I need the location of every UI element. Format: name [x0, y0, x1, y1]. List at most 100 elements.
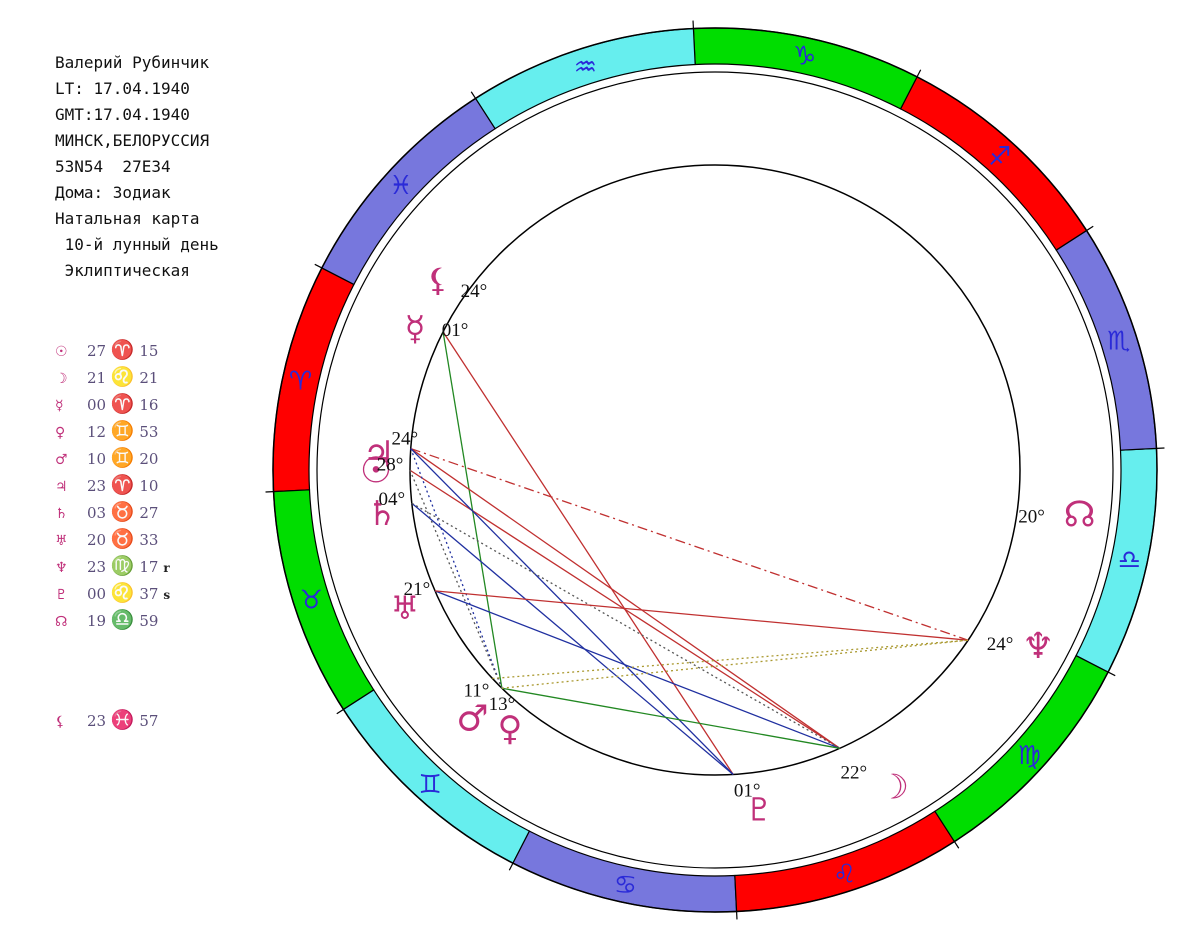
- lilith-sign-icon: ♓: [110, 709, 135, 731]
- sun-degree-label: 28°: [377, 454, 404, 475]
- moon-glyph-icon: ☽: [879, 767, 909, 807]
- uranus-degree-label: 21°: [404, 579, 431, 600]
- venus-minutes: 53: [139, 423, 159, 441]
- pluto-glyph-icon: ♇: [745, 790, 774, 828]
- sign-boundary-tick: [1086, 225, 1094, 232]
- aspect-line-jupiter-moon: [410, 448, 841, 749]
- saturn-sign-icon: ♉: [110, 501, 135, 523]
- outer-ring: [272, 27, 1158, 913]
- aspect-line-mars-neptune: [492, 639, 969, 680]
- sign-boundary-tick: [1107, 671, 1116, 677]
- lilith-degree-label: 24°: [461, 281, 488, 302]
- virgo-sign-icon: ♍: [1017, 741, 1040, 771]
- neptune-glyph-icon: ♆: [1022, 626, 1054, 667]
- info-line: 10-й лунный день: [55, 235, 219, 254]
- sign-boundary-tick: [336, 708, 344, 715]
- node-degree: 19: [87, 612, 107, 630]
- gemini-sign-icon: ♊: [419, 770, 442, 800]
- planet-row-sun: ☉27 ♈ 15: [55, 338, 170, 365]
- cancer-sign-icon: ♋: [614, 870, 637, 900]
- pluto-sign-icon: ♌: [110, 582, 135, 604]
- sun-minutes: 15: [139, 342, 159, 360]
- info-line: Валерий Рубинчик: [55, 53, 210, 72]
- jupiter-sign-icon: ♈: [110, 474, 135, 496]
- lilith-minutes: 57: [139, 712, 159, 730]
- pluto-glyph-icon: ♇: [55, 587, 68, 603]
- neptune-sign-icon: ♍: [110, 555, 135, 577]
- scorpio-sign-icon: ♏: [1107, 326, 1130, 356]
- libra-sign-icon: ♎: [1118, 546, 1141, 576]
- info-line: GMT:17.04.1940: [55, 105, 190, 124]
- neptune-flag: r: [163, 561, 170, 575]
- sign-boundary-tick: [314, 263, 323, 269]
- venus-glyph-icon: ♀: [55, 425, 66, 441]
- sun-sign-icon: ♈: [110, 339, 135, 361]
- sign-boundary-tick: [470, 91, 477, 99]
- taurus-sign-icon: ♉: [300, 586, 323, 616]
- planet-row-venus: ♀12 ♊ 53: [55, 419, 170, 446]
- planet-row-mars: ♂10 ♊ 20: [55, 446, 170, 473]
- aspect-line-venus-neptune: [501, 639, 969, 689]
- uranus-minutes: 33: [139, 531, 159, 549]
- planet-positions-table: ☉27 ♈ 15☽21 ♌ 21☿00 ♈ 16♀12 ♊ 53♂10 ♊ 20…: [55, 338, 170, 635]
- node-sign-icon: ♎: [110, 609, 135, 631]
- moon-minutes: 21: [139, 369, 159, 387]
- info-line: МИНСК,БЕЛОРУССИЯ: [55, 131, 210, 150]
- node-glyph-icon: ☊: [1064, 494, 1096, 535]
- planet-row-uranus: ♅ 20 ♉ 33: [55, 527, 170, 554]
- uranus-sign-icon: ♉: [110, 528, 135, 550]
- jupiter-degree: 23: [87, 477, 107, 495]
- inner-ring: [409, 164, 1021, 776]
- planet-row-jupiter: ♃23 ♈ 10: [55, 473, 170, 500]
- planet-row-moon: ☽21 ♌ 21: [55, 365, 170, 392]
- neptune-degree: 23: [87, 558, 107, 576]
- aspect-line-saturn-pluto: [411, 502, 734, 775]
- aspect-line-jupiter-neptune: [410, 447, 969, 641]
- lilith-glyph-icon: ⚸: [55, 714, 66, 730]
- middle-ring: [316, 71, 1114, 869]
- mars-sign-icon: ♊: [110, 447, 135, 469]
- info-line: 53N54 27E34: [55, 157, 171, 176]
- saturn-degree: 03: [87, 504, 107, 522]
- pisces-sign-icon: ♓: [389, 171, 412, 201]
- saturn-glyph-icon: ♄: [55, 506, 68, 522]
- moon-sign-icon: ♌: [110, 366, 135, 388]
- mars-degree: 10: [87, 450, 107, 468]
- venus-glyph-icon: ♀: [497, 709, 522, 749]
- mercury-sign-icon: ♈: [110, 393, 135, 415]
- saturn-degree-label: 04°: [379, 489, 406, 510]
- uranus-glyph-icon: ♅: [391, 589, 420, 627]
- planet-row-node: ☊19 ♎ 59: [55, 608, 170, 635]
- jupiter-minutes: 10: [139, 477, 159, 495]
- jupiter-glyph-icon: ♃: [363, 435, 395, 476]
- mars-glyph-icon: ♂: [456, 699, 488, 740]
- jupiter-degree-label: 24°: [391, 429, 418, 450]
- mercury-degree: 00: [87, 396, 107, 414]
- neptune-minutes: 17: [139, 558, 159, 576]
- moon-glyph-icon: ☽: [55, 371, 68, 387]
- pluto-degree-label: 01°: [734, 780, 761, 801]
- lilith-glyph-icon: ⚸: [426, 261, 449, 299]
- uranus-glyph-icon: ♅: [55, 533, 68, 549]
- node-degree-label: 20°: [1018, 506, 1045, 527]
- aspect-line-sun-moon: [409, 469, 841, 749]
- capricorn-sign-icon: ♑: [793, 42, 816, 72]
- saturn-minutes: 27: [139, 504, 159, 522]
- aries-sign-icon: ♈: [289, 366, 312, 396]
- info-line: LT: 17.04.1940: [55, 79, 190, 98]
- pluto-flag: s: [163, 588, 171, 602]
- info-line: Натальная карта: [55, 209, 200, 228]
- aspect-line-mercury-pluto: [442, 331, 734, 775]
- leo-sign-icon: ♌: [833, 860, 856, 890]
- uranus-degree: 20: [87, 531, 107, 549]
- aquarius-sign-icon: ♒: [574, 52, 597, 82]
- lilith-degree: 23: [87, 712, 107, 730]
- mars-glyph-icon: ♂: [55, 452, 68, 468]
- mercury-glyph-icon: ☿: [55, 398, 64, 414]
- info-line: Эклиптическая: [55, 261, 190, 280]
- saturn-glyph-icon: ♄: [367, 494, 397, 534]
- moon-degree-label: 22°: [840, 762, 867, 783]
